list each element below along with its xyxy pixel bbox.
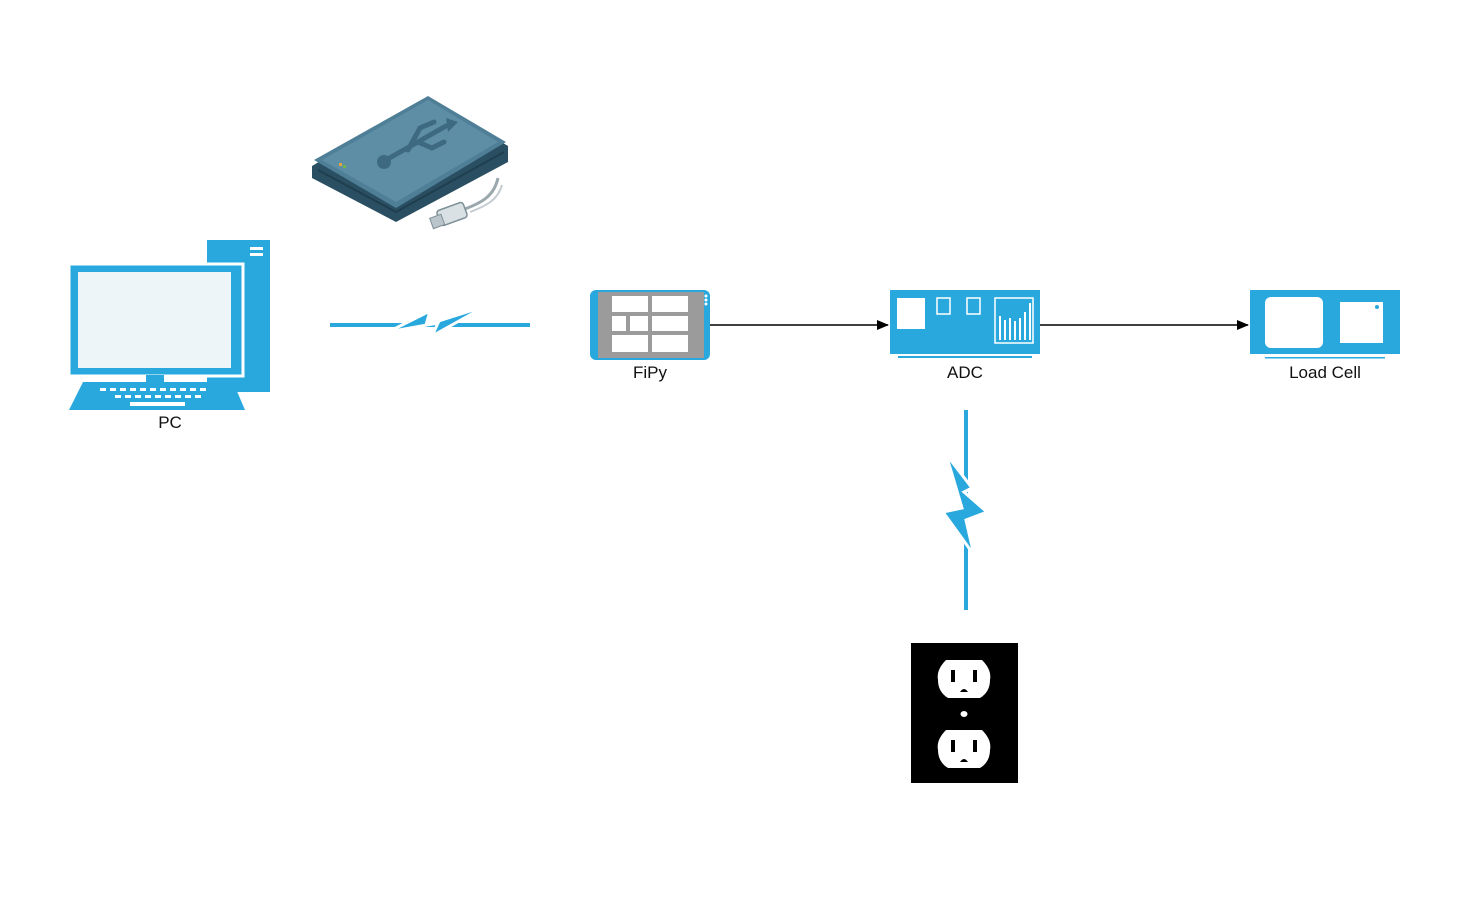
pc-label: PC — [158, 413, 182, 432]
wireless-link-pc-fipy — [330, 304, 530, 340]
load-cell-module-icon — [1250, 290, 1400, 359]
adc-module-icon — [890, 290, 1040, 358]
usb-drive-node[interactable] — [312, 96, 508, 230]
power-link-adc-outlet — [940, 410, 990, 610]
load-cell-node[interactable]: Load Cell — [1250, 290, 1400, 382]
pc-node[interactable]: PC — [67, 240, 270, 432]
power-outlet-icon — [911, 643, 1018, 783]
lightning-bolt-icon — [940, 453, 990, 556]
lightning-bolt-icon — [387, 304, 487, 340]
adc-node[interactable]: ADC — [890, 290, 1040, 382]
load-cell-label: Load Cell — [1289, 363, 1361, 382]
usb-drive-icon — [312, 96, 508, 230]
desktop-computer-icon — [67, 240, 270, 410]
outlet-node[interactable] — [911, 643, 1018, 783]
fipy-label: FiPy — [633, 363, 668, 382]
adc-label: ADC — [947, 363, 983, 382]
tablet-device-icon — [590, 290, 710, 360]
fipy-node[interactable]: FiPy — [590, 290, 710, 382]
